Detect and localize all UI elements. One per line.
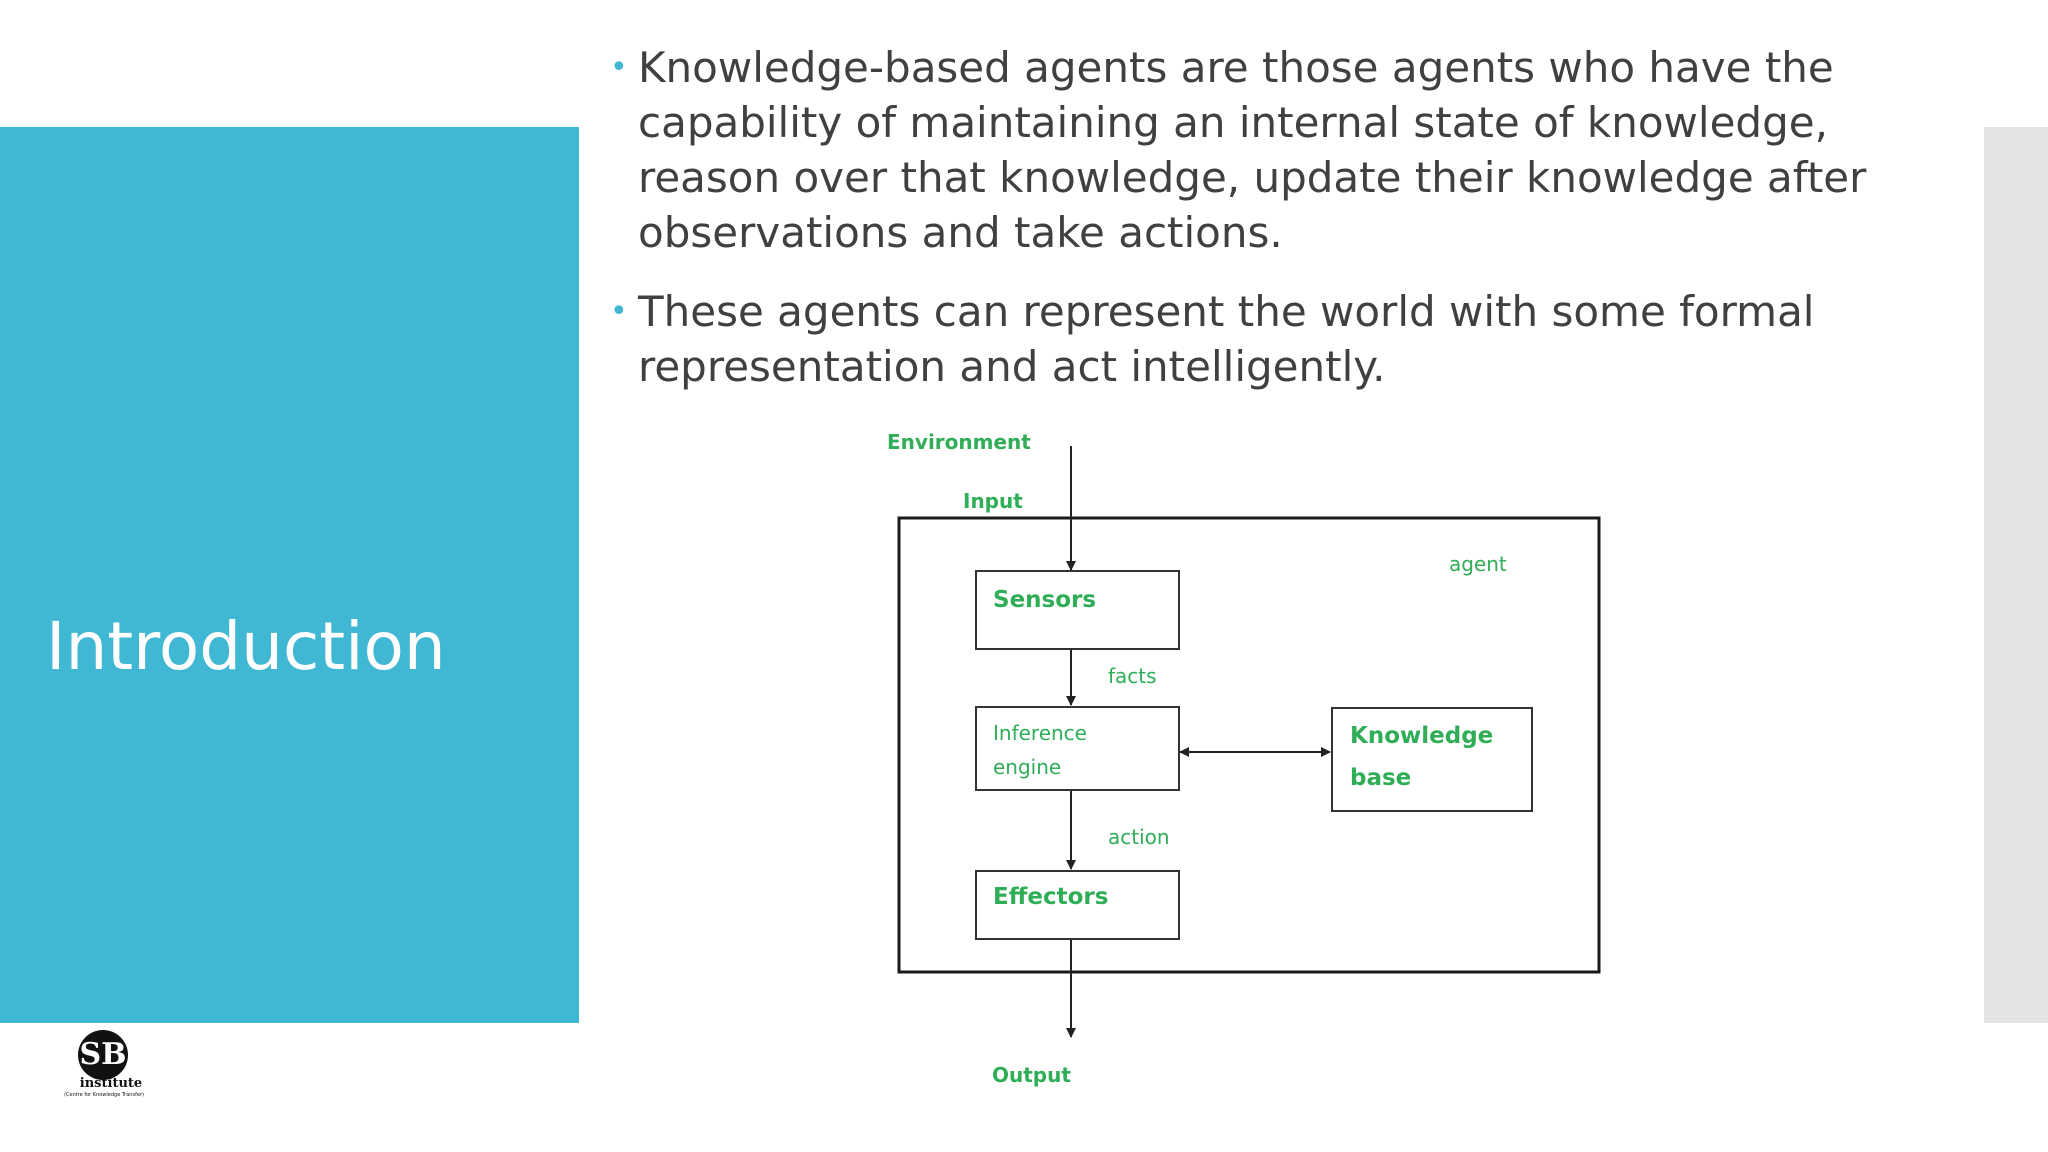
effectors-label: Effectors	[993, 884, 1108, 910]
bullet-item: • These agents can represent the world w…	[606, 284, 1896, 394]
slide-title: Introduction	[46, 608, 446, 685]
sensors-label: Sensors	[993, 587, 1096, 613]
logo-tagline: (Centre for Knowledge Transfer)	[64, 1092, 144, 1098]
bullet-item: • Knowledge-based agents are those agent…	[606, 40, 1896, 260]
institute-logo: SB institute (Centre for Knowledge Trans…	[40, 1024, 170, 1124]
logo-emblem: SB	[78, 1030, 128, 1080]
right-accent-bar	[1984, 127, 2048, 1023]
action-label: action	[1108, 825, 1170, 849]
bullet-text: These agents can represent the world wit…	[638, 287, 1815, 391]
knowledge-label-line1: Knowledge	[1350, 723, 1493, 749]
input-label: Input	[963, 489, 1023, 513]
effectors-box	[975, 870, 1180, 940]
agent-diagram: Environment Input agent Sensors facts In…	[887, 430, 1601, 1087]
bullet-icon: •	[610, 294, 628, 329]
inference-label-line1: Inference	[993, 721, 1087, 745]
knowledge-base-box	[1331, 707, 1533, 812]
agent-box	[897, 516, 1601, 974]
logo-name: institute	[79, 1076, 143, 1091]
bullet-list: • Knowledge-based agents are those agent…	[606, 40, 1896, 418]
logo-mark: SB	[79, 1037, 127, 1072]
knowledge-label-line2: base	[1350, 765, 1411, 791]
title-panel: Introduction	[0, 127, 579, 1023]
bullet-icon: •	[610, 50, 628, 85]
inference-label-line2: engine	[993, 755, 1061, 779]
output-label: Output	[992, 1063, 1071, 1087]
environment-label: Environment	[887, 430, 1031, 454]
bullet-text: Knowledge-based agents are those agents …	[638, 43, 1867, 257]
sensors-box	[975, 570, 1180, 650]
facts-label: facts	[1108, 664, 1157, 688]
agent-label: agent	[1449, 552, 1507, 576]
